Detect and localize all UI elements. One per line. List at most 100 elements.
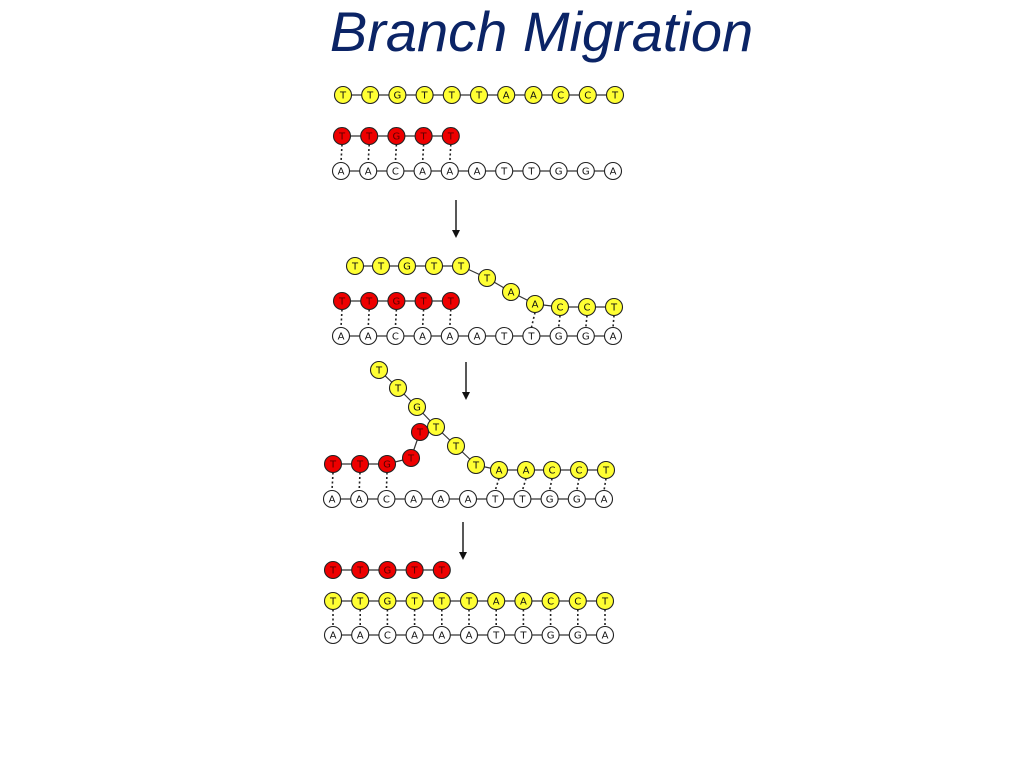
nucleotide-label: G <box>574 631 582 642</box>
nucleotide-circle <box>513 489 532 509</box>
nucleotide-G: G <box>549 161 568 181</box>
nucleotide-T: T <box>351 560 370 580</box>
nucleotide-T: T <box>451 256 471 276</box>
nucleotide-circle <box>323 560 343 580</box>
nucleotide-C: C <box>378 625 397 645</box>
nucleotide-label: T <box>610 303 618 314</box>
nucleotide-circle <box>568 591 587 611</box>
nucleotide-circle <box>397 256 417 276</box>
nucleotide-circle <box>322 489 342 509</box>
nucleotide-label: C <box>384 631 391 642</box>
nucleotide-label: A <box>465 495 472 506</box>
nucleotide-label: T <box>475 91 483 102</box>
nucleotide-label: T <box>518 495 526 506</box>
base-pair-bond <box>557 315 561 328</box>
nucleotide-circle <box>497 85 516 105</box>
nucleotide-label: C <box>392 167 399 178</box>
nucleotide-label: T <box>365 297 373 308</box>
nucleotide-T: T <box>432 560 451 580</box>
base-pair-bond <box>394 144 398 163</box>
nucleotide-T: T <box>424 256 444 276</box>
nucleotide-circle <box>377 489 396 509</box>
nucleotide-circle <box>351 560 370 580</box>
nucleotide-T: T <box>351 591 370 611</box>
nucleotide-G: G <box>567 489 586 509</box>
nucleotide-circle <box>405 560 424 580</box>
nucleotide-circle <box>386 161 405 181</box>
nucleotide-T: T <box>323 591 343 611</box>
nucleotide-circle <box>595 591 615 611</box>
nucleotide-circle <box>495 161 514 181</box>
base-pair-bond <box>603 478 607 491</box>
nucleotide-circle <box>432 625 451 645</box>
nucleotide-T: T <box>514 625 533 645</box>
nucleotide-G: G <box>407 397 427 417</box>
nucleotide-label: T <box>366 91 374 102</box>
nucleotide-label: T <box>356 566 364 577</box>
nucleotide-circle <box>466 455 486 475</box>
nucleotide-T: T <box>596 460 616 480</box>
nucleotide-T: T <box>414 291 433 311</box>
base-pair-bond <box>421 309 425 328</box>
nucleotide-circle <box>386 326 405 346</box>
nucleotide-circle <box>577 297 597 317</box>
nucleotide-C: C <box>569 460 589 480</box>
nucleotide-A: A <box>440 326 459 346</box>
nucleotide-G: G <box>387 126 406 146</box>
nucleotide-circle <box>596 460 616 480</box>
nucleotide-label: G <box>403 262 411 273</box>
nucleotide-C: C <box>386 326 405 346</box>
base-pair-bond <box>576 478 580 491</box>
nucleotide-G: G <box>388 85 407 105</box>
nucleotide-circle <box>603 326 623 346</box>
nucleotide-circle <box>522 161 541 181</box>
nucleotide-label: T <box>492 631 500 642</box>
nucleotide-label: T <box>421 91 429 102</box>
nucleotide-A: A <box>467 326 487 346</box>
nucleotide-A: A <box>404 489 423 509</box>
nucleotide-G: G <box>378 560 397 580</box>
nucleotide-label: C <box>557 303 564 314</box>
nucleotide-label: A <box>357 631 364 642</box>
nucleotide-C: C <box>568 591 587 611</box>
nucleotide-T: T <box>360 291 379 311</box>
nucleotide-circle <box>359 161 378 181</box>
nucleotide-A: A <box>489 460 509 480</box>
nucleotide-A: A <box>413 161 432 181</box>
nucleotide-label: A <box>532 300 539 311</box>
nucleotide-A: A <box>467 161 487 181</box>
nucleotide-T: T <box>495 161 514 181</box>
nucleotide-circle <box>541 625 560 645</box>
nucleotide-circle <box>525 294 545 314</box>
nucleotide-circle <box>440 161 459 181</box>
nucleotide-circle <box>414 291 433 311</box>
nucleotide-T: T <box>442 85 461 105</box>
nucleotide-label: A <box>329 495 336 506</box>
base-pair-bond <box>612 315 615 328</box>
nucleotide-circle <box>414 126 433 146</box>
nucleotide-circle <box>404 489 423 509</box>
nucleotide-T: T <box>441 126 460 146</box>
base-pair-bond <box>340 309 343 328</box>
base-pair-bond <box>367 309 370 328</box>
nucleotide-T: T <box>405 560 424 580</box>
nucleotide-label: A <box>520 597 527 608</box>
base-pair-bond <box>367 144 370 163</box>
nucleotide-label: A <box>330 631 337 642</box>
nucleotide-label: A <box>410 495 417 506</box>
nucleotide-A: A <box>413 326 432 346</box>
nucleotide-circle <box>524 85 543 105</box>
nucleotide-circle <box>351 591 370 611</box>
nucleotide-T: T <box>371 256 391 276</box>
nucleotide-circle <box>469 85 489 105</box>
nucleotide-label: C <box>392 332 399 343</box>
nucleotide-circle <box>459 625 479 645</box>
nucleotide-label: T <box>500 332 508 343</box>
